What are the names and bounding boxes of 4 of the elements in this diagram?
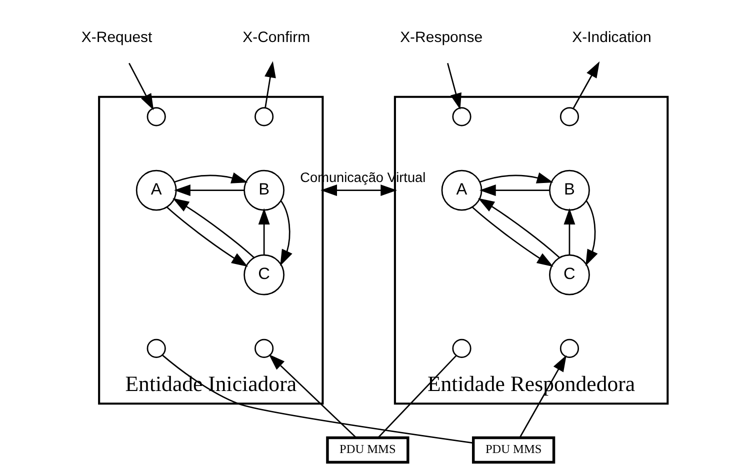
node-text: X-Request xyxy=(81,29,152,46)
node-text: X-Confirm xyxy=(242,29,310,46)
node-text: X-Response xyxy=(400,29,483,46)
node-text: X-Indication xyxy=(572,29,652,46)
